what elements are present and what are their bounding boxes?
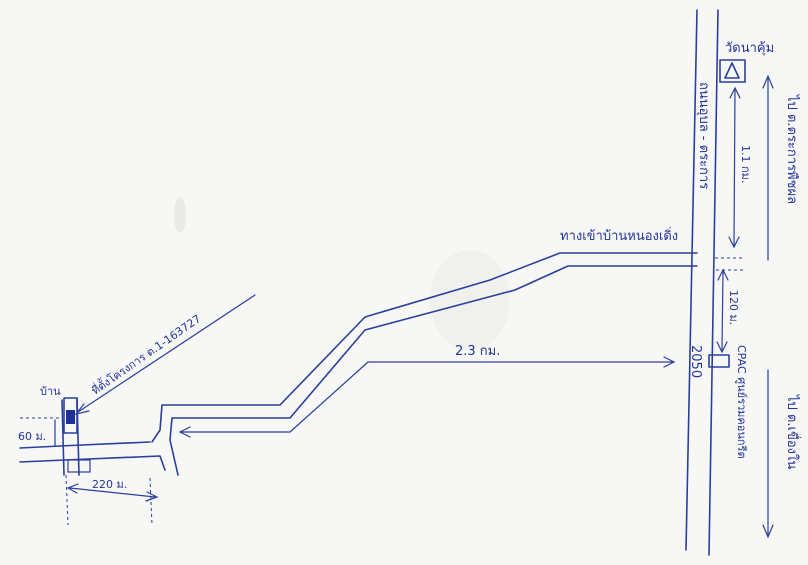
dist-arrow-220-head	[145, 491, 159, 502]
dist-arrow-main-head	[663, 356, 676, 368]
dist-arrow-220	[69, 487, 156, 498]
to-tambon-south-label: ไป ต.เขื่องใน	[784, 394, 801, 469]
to-tambon-north-label: ไป ต.ตระการพืชผล	[784, 94, 800, 204]
dist-arrow-main-tail	[289, 361, 369, 433]
highway-right-edge	[708, 9, 719, 556]
dist-main-label: 2.3 กม.	[455, 344, 500, 359]
side-road-south-edge	[169, 265, 698, 476]
plant-box	[708, 354, 730, 368]
dist-arrow-120	[721, 271, 724, 351]
dist-arrow-120-head	[716, 341, 728, 354]
dist-arrow-main-head	[178, 426, 191, 438]
dist-60-label: 60 ม.	[18, 430, 46, 443]
plant-label: CPAC ศูนย์รวมคอนกรีต	[735, 345, 748, 459]
temple-label: วัดนาคุ้ม	[725, 41, 774, 56]
dist-arrow-120-head	[717, 268, 729, 281]
boundary-line	[65, 474, 69, 526]
site-pointer-head	[74, 403, 90, 415]
dist-arrow-temple-head	[728, 236, 740, 249]
village-entrance-label: ทางเข้าบ้านหนองเดิ่ง	[560, 227, 678, 244]
south-direction-arrow-head	[762, 524, 774, 539]
local-road-south-edge	[19, 455, 166, 471]
dist-220-label: 220 ม.	[92, 478, 127, 491]
boundary-line	[149, 477, 153, 526]
dist-120-label: 120 ม.	[727, 290, 740, 325]
local-road-north-edge	[19, 441, 151, 449]
gate-marker	[67, 459, 91, 473]
temple-triangle-icon	[724, 62, 740, 79]
highway-left-edge	[685, 9, 698, 551]
paper-smudge	[174, 197, 186, 233]
site-pointer	[77, 294, 256, 413]
point-label: บ้าน	[40, 385, 61, 398]
temple-box	[719, 59, 746, 83]
site-marker	[66, 410, 75, 424]
local-lane-left	[61, 399, 65, 476]
site-label: ที่ตั้งโครงการ ต.1-163727	[88, 311, 203, 398]
side-road-north-edge	[151, 252, 698, 443]
highway-number-label: 2050	[688, 345, 703, 378]
highway-label: ถนนอุบล - ตระการ	[696, 82, 711, 189]
house-marker	[63, 397, 78, 434]
dist-temple-label: 1.1 กม.	[739, 145, 752, 183]
dist-arrow-220-head	[66, 483, 79, 494]
north-direction-arrow-head	[762, 74, 774, 89]
dist-arrow-temple-head	[729, 86, 741, 99]
paper-smudge	[430, 250, 510, 350]
dist-arrow-temple	[733, 89, 736, 246]
